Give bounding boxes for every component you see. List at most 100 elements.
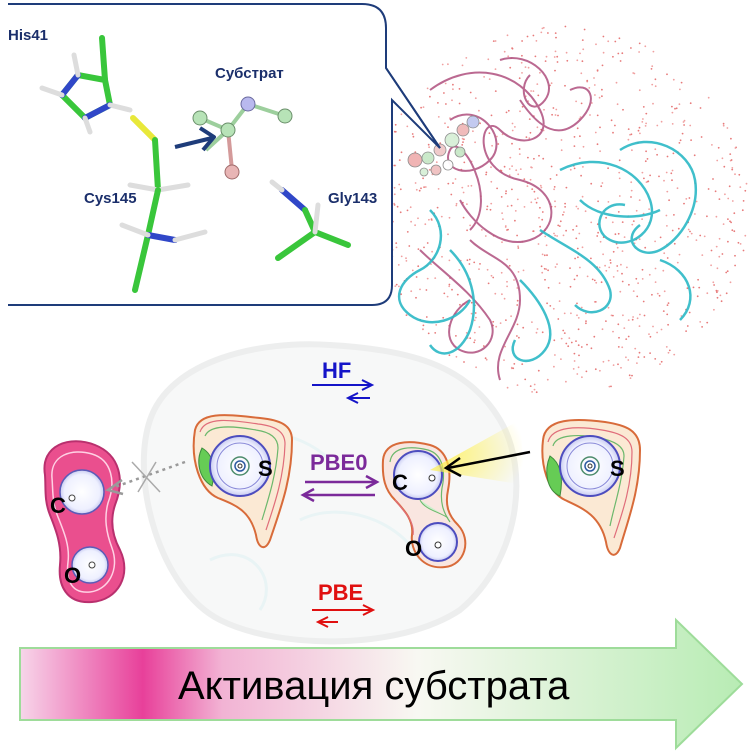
solvent-dot <box>544 235 547 238</box>
solvent-dot <box>590 182 593 185</box>
solvent-dot <box>607 167 609 170</box>
solvent-dot <box>426 277 429 280</box>
solvent-dot <box>610 385 612 388</box>
solvent-dot <box>665 214 668 217</box>
solvent-dot <box>599 369 601 372</box>
solvent-dot <box>503 359 505 361</box>
solvent-dot <box>506 386 509 389</box>
solvent-dot <box>474 97 477 100</box>
solvent-dot <box>566 59 569 62</box>
solvent-dot <box>456 293 459 296</box>
solvent-dot <box>395 246 398 249</box>
solvent-dot <box>612 314 614 317</box>
solvent-dot <box>711 144 713 146</box>
solvent-dot <box>550 165 553 168</box>
solvent-dot <box>492 40 495 42</box>
solvent-dot <box>494 68 497 70</box>
solvent-dot <box>630 189 633 192</box>
solvent-dot <box>679 139 682 142</box>
solvent-dot <box>516 384 519 386</box>
solvent-dot <box>581 246 584 249</box>
solvent-dot <box>518 148 521 150</box>
solvent-dot <box>612 364 615 366</box>
solvent-dot <box>595 281 598 284</box>
solvent-dot <box>660 120 663 123</box>
solvent-dot <box>580 102 583 105</box>
solvent-dot <box>441 63 444 66</box>
solvent-dot <box>731 167 734 169</box>
solvent-dot <box>473 261 476 264</box>
solvent-dot <box>494 292 497 295</box>
solvent-dot <box>620 263 622 266</box>
solvent-dot <box>713 308 715 311</box>
solvent-dot <box>469 91 472 94</box>
solvent-dot <box>445 103 447 105</box>
solvent-dot <box>475 316 477 319</box>
solvent-dot <box>689 124 692 127</box>
solvent-dot <box>492 320 495 323</box>
solvent-dot <box>595 43 597 46</box>
solvent-dot <box>515 169 518 172</box>
solvent-dot <box>678 142 681 144</box>
substrate-molecule <box>192 96 293 180</box>
solvent-dot <box>676 187 679 190</box>
solvent-dot <box>525 136 528 139</box>
solvent-dot <box>639 313 641 316</box>
solvent-dot <box>556 263 558 266</box>
solvent-dot <box>675 107 678 110</box>
solvent-dot <box>579 116 582 118</box>
solvent-dot <box>671 111 674 114</box>
solvent-dot <box>554 69 556 72</box>
solvent-dot <box>636 295 639 298</box>
solvent-dot <box>627 128 630 131</box>
solvent-dot <box>490 274 493 277</box>
solvent-dot <box>426 242 429 244</box>
solvent-dot <box>621 346 624 349</box>
solvent-dot <box>596 143 599 146</box>
solvent-dot <box>639 132 641 135</box>
solvent-dot <box>596 114 599 117</box>
solvent-dot <box>618 159 621 162</box>
solvent-dot <box>418 189 421 192</box>
solvent-dot <box>718 255 721 258</box>
solvent-dot <box>444 122 446 125</box>
solvent-dot <box>489 208 492 211</box>
solvent-dot <box>572 228 574 231</box>
solvent-dot <box>425 289 428 291</box>
solvent-dot <box>523 178 526 181</box>
solvent-dot <box>621 280 624 283</box>
solvent-dot <box>554 32 557 34</box>
solvent-dot <box>535 331 538 334</box>
solvent-dot <box>435 161 438 164</box>
method-pbe0: PBE0 <box>300 450 380 503</box>
solvent-dot <box>541 211 544 213</box>
solvent-dot <box>575 340 577 342</box>
solvent-dot <box>565 229 567 232</box>
solvent-dot <box>544 278 546 281</box>
solvent-dot <box>590 257 592 260</box>
solvent-dot <box>532 34 535 37</box>
solvent-dot <box>553 365 555 368</box>
solvent-dot <box>555 108 558 111</box>
solvent-dot <box>730 137 732 140</box>
solvent-dot <box>458 88 461 90</box>
solvent-dot <box>528 118 531 120</box>
solvent-dot <box>535 40 538 42</box>
solvent-dot <box>706 215 708 218</box>
solvent-dot <box>660 360 663 363</box>
solvent-dot <box>507 55 510 58</box>
solvent-dot <box>609 262 612 264</box>
solvent-dot <box>582 166 584 168</box>
co-density-left: C O <box>43 440 126 604</box>
solvent-dot <box>710 264 712 267</box>
solvent-dot <box>536 328 539 330</box>
solvent-dot <box>539 225 541 228</box>
solvent-dot <box>625 338 628 340</box>
solvent-dot <box>654 78 657 81</box>
solvent-dot <box>670 172 673 175</box>
solvent-dot <box>651 65 654 68</box>
solvent-dot <box>463 161 466 164</box>
solvent-dot <box>539 206 541 209</box>
solvent-dot <box>553 232 555 235</box>
solvent-dot <box>721 157 724 160</box>
